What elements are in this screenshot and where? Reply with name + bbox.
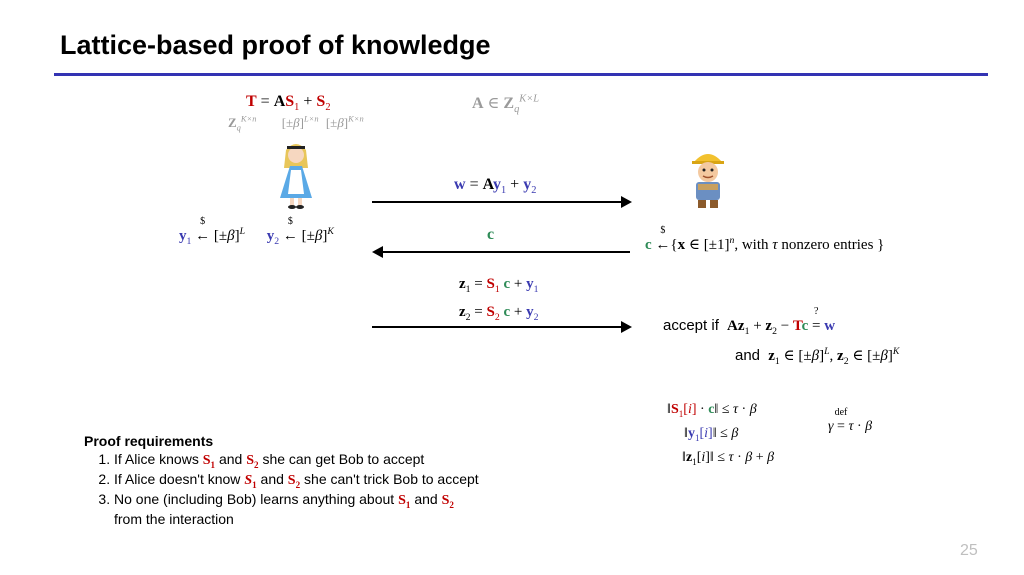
challenge-arrow <box>372 246 630 258</box>
bound-z1: ‖z1[i]‖ ≤ τ · β + β <box>682 450 775 467</box>
proof-requirements: Proof requirements If Alice knows S1 and… <box>84 432 479 528</box>
public-key-equation: T = AS1 + S2 <box>246 93 331 114</box>
commitment-equation: w = Ay1 + y2 <box>454 176 537 197</box>
mask-sampling: y1 ← [±β]L y2 ← [±β]K <box>179 227 334 247</box>
matrix-a-domain: A ∈ ZqK×L <box>472 93 540 116</box>
proof-requirements-heading: Proof requirements <box>84 433 214 449</box>
page-number: 25 <box>960 542 978 559</box>
response-z2: z2 = S2 c + y2 <box>459 304 539 323</box>
list-item: If Alice knows S1 and S2 she can get Bob… <box>114 450 479 470</box>
bound-y1: ‖y1[i]‖ ≤ β <box>684 426 739 443</box>
requirements-list: If Alice knows S1 and S2 she can get Bob… <box>84 450 479 528</box>
norm-condition: and z1 ∈ [±β]L, z2 ∈ [±β]K <box>735 346 900 367</box>
title-rule <box>54 73 988 76</box>
list-item: No one (including Bob) learns anything a… <box>114 490 479 528</box>
commitment-arrow <box>372 196 632 208</box>
challenge-sampling: c ←{x ∈ [±1]n, with τ nonzero entries } <box>645 235 884 254</box>
bound-s1c: ‖S1[i] · c‖ ≤ τ · β <box>667 402 757 419</box>
challenge-label: c <box>487 226 495 243</box>
bob-icon <box>688 148 728 215</box>
gamma-definition: γ = τ · β <box>828 419 872 435</box>
response-z1: z1 = S1 c + y1 <box>459 276 539 295</box>
dimension-labels: ZqK×n [±β]L×n [±β]K×n <box>228 113 364 133</box>
list-item: If Alice doesn't know S1 and S2 she can'… <box>114 470 479 490</box>
accept-condition: accept if Az1 + z2 − Tc = w <box>663 317 835 336</box>
response-arrow <box>372 321 632 333</box>
page-title: Lattice-based proof of knowledge <box>60 30 491 60</box>
alice-icon <box>274 138 318 215</box>
